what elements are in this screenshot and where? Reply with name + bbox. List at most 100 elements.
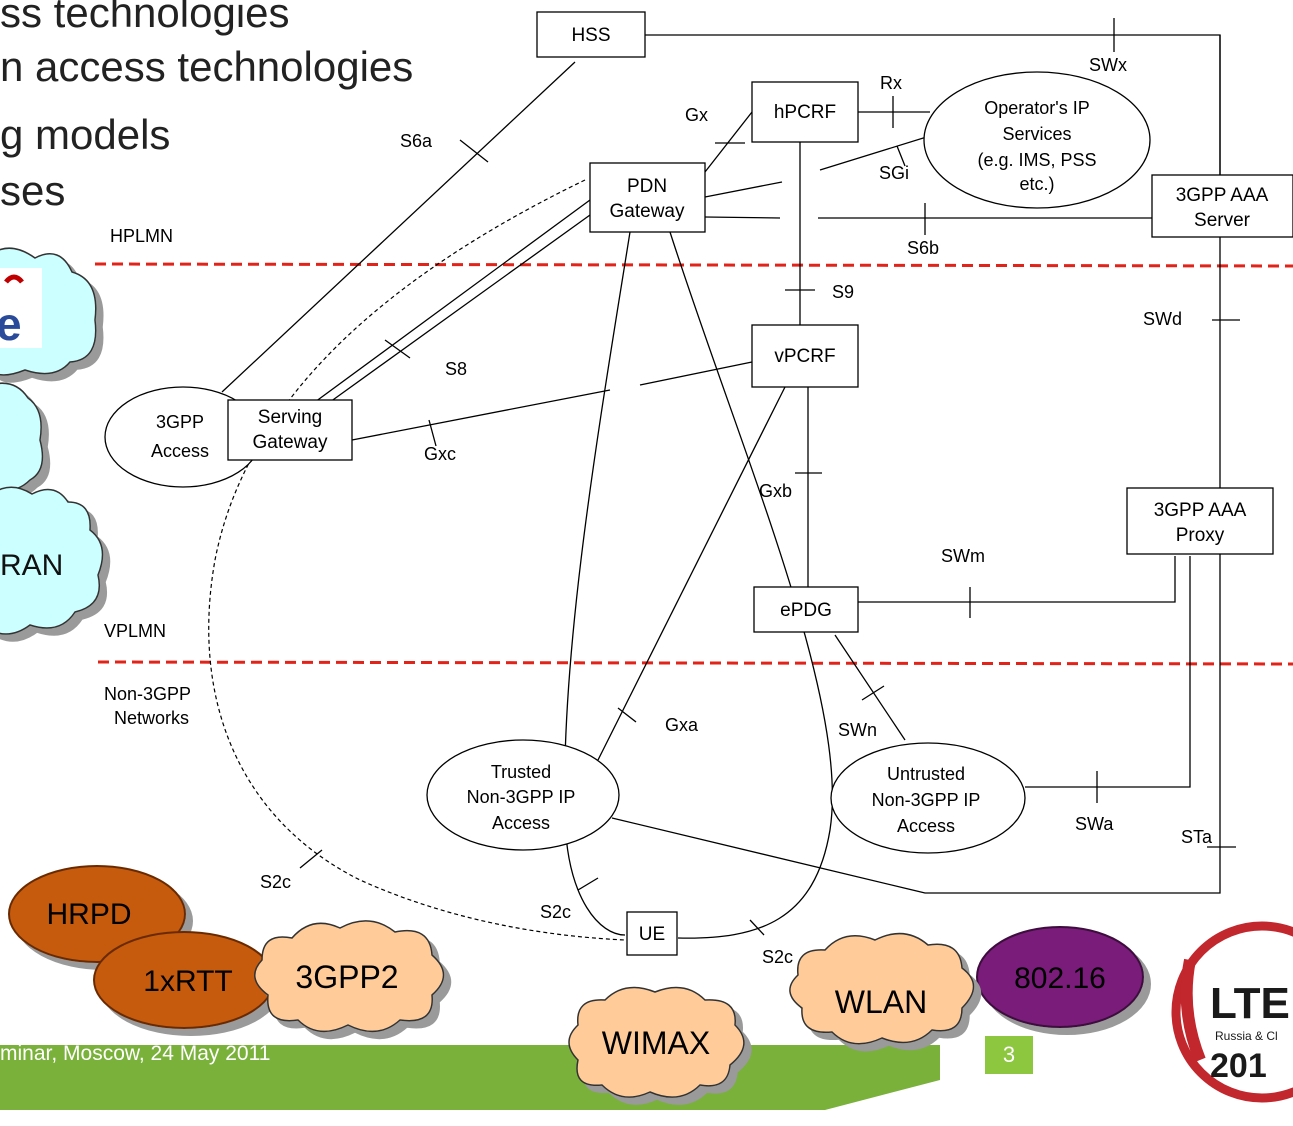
link-hss-aaa-rail: [611, 34, 1221, 894]
slide-number: 3: [985, 1036, 1033, 1074]
link-swn: [834, 634, 906, 741]
node-operator-ip-services: Operator's IP Services (e.g. IMS, PSS et…: [923, 71, 1151, 209]
label-swx: SWx: [1089, 55, 1127, 75]
label-gxb: Gxb: [759, 481, 792, 501]
wlan-label: WLAN: [835, 984, 927, 1020]
label-s6b: S6b: [907, 238, 939, 258]
svg-text:PDN: PDN: [627, 176, 667, 197]
label-swa: SWa: [1075, 814, 1114, 834]
label-non3gpp-1: Non-3GPP: [104, 684, 191, 704]
link-gxc-a: [639, 361, 753, 386]
svg-text:UE: UE: [639, 924, 665, 945]
interface-labels: S6a Gx Rx SWx SGi S6b S9 SWd S8 Gxc Gxb …: [260, 55, 1213, 967]
svg-text:Access: Access: [151, 441, 209, 461]
node-ue: UE: [626, 911, 678, 956]
svg-text:Serving: Serving: [258, 407, 322, 428]
bullet-2: n access technologies: [0, 43, 414, 90]
link-s2c-dashed: [208, 179, 626, 941]
svg-text:HSS: HSS: [571, 25, 610, 46]
svg-text:Access: Access: [897, 816, 955, 836]
label-swm: SWm: [941, 546, 985, 566]
bullet-3: g models: [0, 111, 171, 158]
link-s8-a: [314, 199, 591, 403]
label-gxc: Gxc: [424, 444, 456, 464]
svg-text:Proxy: Proxy: [1176, 525, 1225, 546]
hrpd-label: HRPD: [46, 898, 131, 931]
vplmn-divider: [97, 660, 1293, 666]
link-s8-b: [329, 214, 591, 403]
link-sgi-a: [704, 181, 783, 198]
label-s2c-dashed: S2c: [260, 872, 291, 892]
svg-text:LTE: LTE: [1210, 979, 1290, 1028]
80216-label: 802.16: [1014, 962, 1106, 995]
connections: [221, 34, 1221, 939]
oval-80216: [976, 926, 1144, 1028]
label-rx: Rx: [880, 73, 902, 93]
svg-text:Gateway: Gateway: [610, 201, 685, 222]
svg-text:(e.g. IMS, PSS: (e.g. IMS, PSS: [977, 150, 1096, 170]
lte-logo-letter: e: [0, 298, 22, 350]
svg-text:hPCRF: hPCRF: [774, 102, 836, 123]
bullet-1: ss technologies: [0, 0, 290, 36]
region-labels: HPLMN VPLMN Non-3GPP Networks: [104, 226, 191, 728]
interface-ticks: [299, 18, 1240, 936]
svg-text:Services: Services: [1002, 124, 1071, 144]
link-s2c-untrusted: [669, 231, 834, 939]
svg-text:3GPP AAA: 3GPP AAA: [1176, 185, 1269, 206]
cloud-3gpp2: [254, 920, 445, 1033]
cloud-eutran: [0, 486, 104, 635]
label-swn: SWn: [838, 720, 877, 740]
svg-text:3GPP: 3GPP: [156, 412, 204, 432]
svg-text:Access: Access: [492, 813, 550, 833]
svg-text:ePDG: ePDG: [780, 600, 832, 621]
lte-logo-arc: [4, 274, 24, 284]
cloud-wlan: [789, 932, 975, 1045]
link-gxa: [597, 386, 786, 761]
svg-text:Non-3GPP IP: Non-3GPP IP: [872, 790, 981, 810]
node-hpcrf: hPCRF: [751, 81, 859, 143]
label-sta: STa: [1181, 827, 1213, 847]
label-hplmn: HPLMN: [110, 226, 173, 246]
node-pdn-gateway: PDN Gateway: [589, 162, 706, 233]
label-non3gpp-2: Networks: [114, 708, 189, 728]
node-aaa-server: 3GPP AAA Server: [1151, 174, 1293, 238]
label-sgi: SGi: [879, 163, 909, 183]
link-gx: [704, 111, 753, 173]
label-s8: S8: [445, 359, 467, 379]
lte-event-logo: LTE Russia & Cl 201: [1171, 921, 1293, 1103]
node-epdg: ePDG: [753, 586, 859, 633]
svg-text:3GPP AAA: 3GPP AAA: [1154, 500, 1247, 521]
svg-text:Operator's IP: Operator's IP: [984, 98, 1089, 118]
svg-text:Non-3GPP IP: Non-3GPP IP: [467, 787, 576, 807]
svg-text:Untrusted: Untrusted: [887, 764, 965, 784]
node-vpcrf: vPCRF: [751, 324, 859, 388]
svg-text:Gateway: Gateway: [253, 432, 328, 453]
node-serving-gateway: Serving Gateway: [227, 399, 353, 461]
3gpp2-label: 3GPP2: [295, 959, 398, 995]
link-s6a: [221, 61, 576, 393]
1xrtt-label: 1xRTT: [143, 965, 232, 998]
link-swa: [1025, 556, 1191, 788]
eutran-label: RAN: [0, 549, 63, 582]
label-s2c-untrusted: S2c: [762, 947, 793, 967]
link-s2c-trusted: [563, 231, 631, 936]
label-s9: S9: [832, 282, 854, 302]
svg-text:201: 201: [1210, 1047, 1267, 1085]
svg-text:etc.): etc.): [1019, 174, 1054, 194]
node-aaa-proxy: 3GPP AAA Proxy: [1126, 487, 1274, 555]
link-sgi-b: [819, 134, 934, 171]
label-s2c-trusted: S2c: [540, 902, 571, 922]
svg-text:Trusted: Trusted: [491, 762, 551, 782]
svg-text:Server: Server: [1194, 210, 1251, 231]
label-gx: Gx: [685, 105, 708, 125]
cloud-wimax: [568, 986, 745, 1098]
label-gxa: Gxa: [665, 715, 699, 735]
node-untrusted-non3gpp: Untrusted Non-3GPP IP Access: [830, 742, 1026, 854]
link-s6b-a: [704, 216, 781, 219]
wimax-label: WIMAX: [602, 1025, 710, 1061]
svg-text:vPCRF: vPCRF: [774, 346, 835, 367]
label-swd: SWd: [1143, 309, 1182, 329]
footer-text: minar, Moscow, 24 May 2011: [0, 1042, 271, 1065]
link-swm: [858, 556, 1176, 603]
